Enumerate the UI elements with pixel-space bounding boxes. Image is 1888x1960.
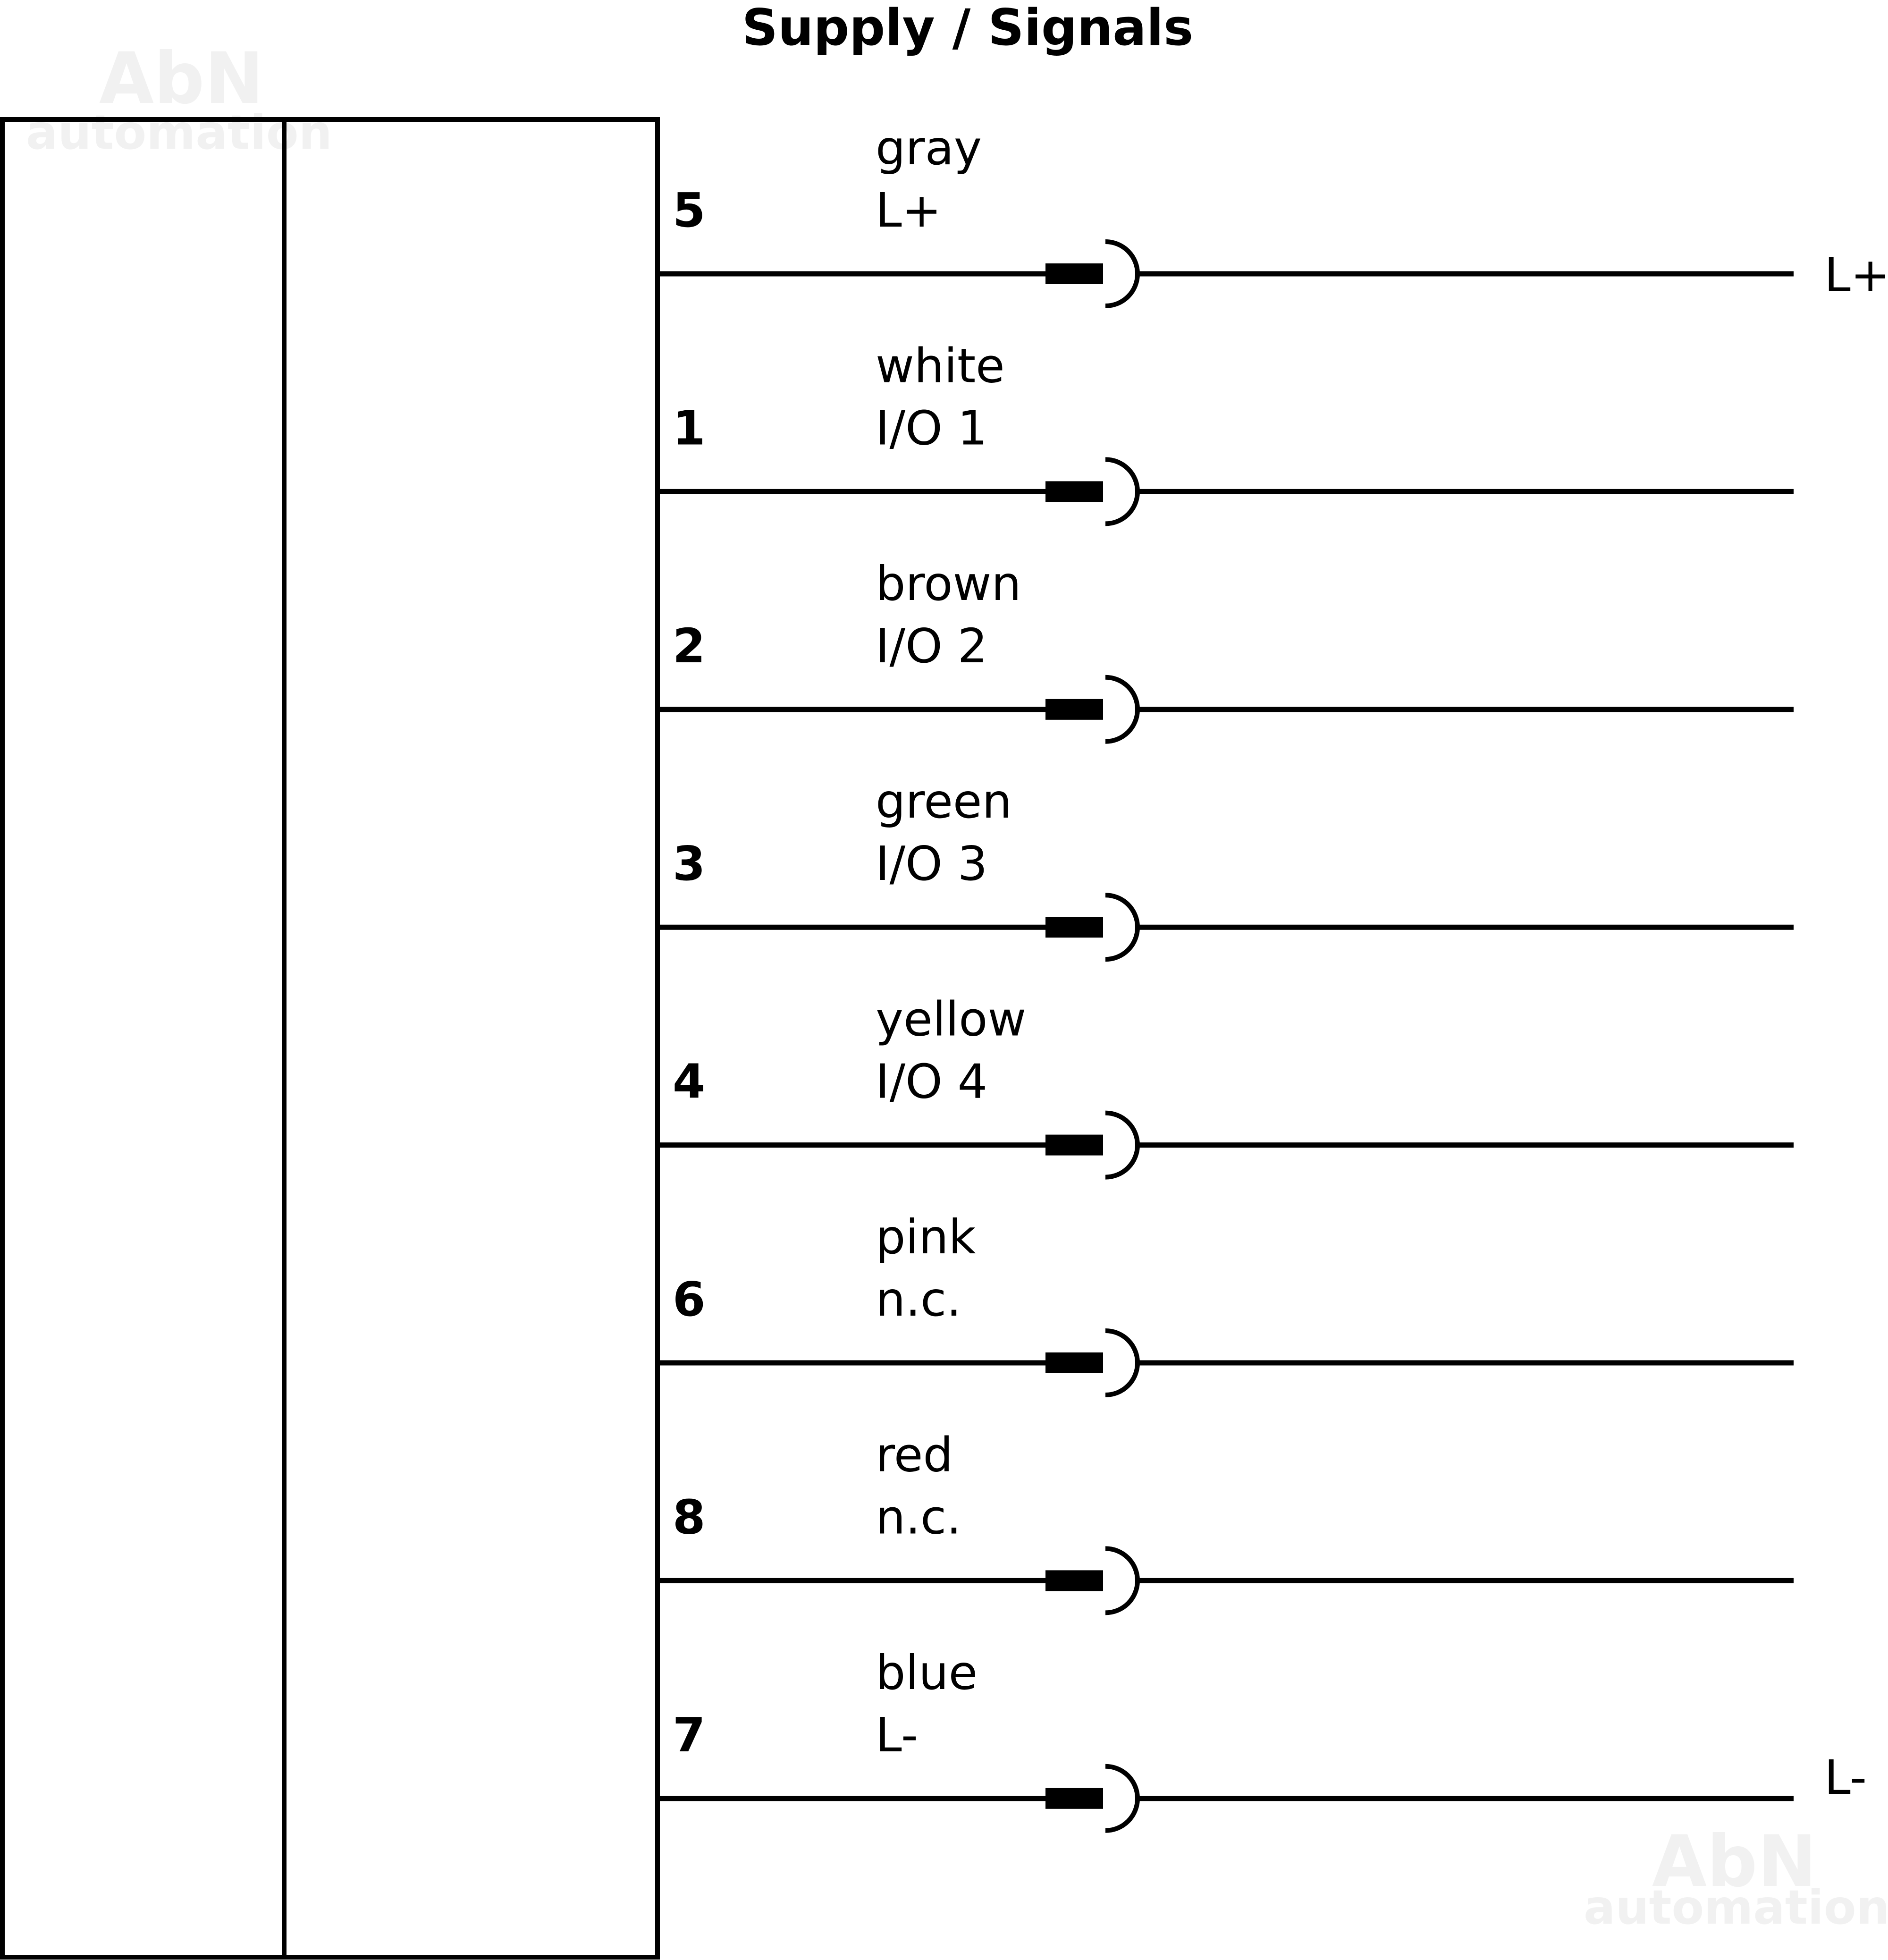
wire-color-label: pink bbox=[876, 1209, 976, 1265]
plug-pin bbox=[1045, 1134, 1103, 1156]
pin-number: 7 bbox=[673, 1707, 706, 1763]
plug-pin bbox=[1045, 917, 1103, 938]
pin-number: 8 bbox=[673, 1489, 706, 1545]
wire-signal-label: I/O 2 bbox=[876, 618, 987, 674]
wire-pin-6: 6 pink n.c. bbox=[657, 1209, 1794, 1397]
wire-color-label: gray bbox=[876, 120, 982, 176]
plug-pin bbox=[1045, 481, 1103, 502]
wire-color-label: white bbox=[876, 338, 1005, 393]
device-block bbox=[0, 117, 660, 1960]
pin-number: 5 bbox=[673, 183, 706, 238]
wire-signal-label: L+ bbox=[876, 183, 942, 238]
device-outline bbox=[0, 117, 660, 1960]
pin-number: 2 bbox=[673, 618, 706, 674]
wire-signal-label: L- bbox=[876, 1707, 918, 1763]
wire-signal-label: I/O 1 bbox=[876, 400, 987, 456]
watermark-logo: AbN bbox=[99, 38, 264, 120]
wire-pin-8: 8 red n.c. bbox=[657, 1427, 1794, 1615]
plug-pin bbox=[1045, 263, 1103, 284]
watermark-text: automation bbox=[26, 105, 332, 160]
plug-pin bbox=[1045, 1352, 1103, 1373]
wire-signal-label: I/O 4 bbox=[876, 1054, 987, 1109]
plug-pin bbox=[1045, 1788, 1103, 1809]
wire-signal-label: n.c. bbox=[876, 1272, 961, 1327]
watermark-bottom-right: AbN automation bbox=[1584, 1821, 1888, 1935]
pin-number: 1 bbox=[673, 400, 706, 456]
pin-number: 4 bbox=[673, 1054, 706, 1109]
watermark-top-left: AbN automation bbox=[26, 38, 332, 160]
diagram-title: Supply / Signals bbox=[742, 0, 1193, 57]
terminal-label: L+ bbox=[1824, 247, 1888, 303]
wire-color-label: yellow bbox=[876, 992, 1026, 1047]
pin-number: 6 bbox=[673, 1272, 706, 1327]
pin-number: 3 bbox=[673, 836, 706, 891]
wire-signal-label: n.c. bbox=[876, 1489, 961, 1545]
wire-color-label: green bbox=[876, 774, 1012, 829]
wire-color-label: red bbox=[876, 1427, 953, 1482]
wire-color-label: blue bbox=[876, 1645, 978, 1700]
watermark-text: automation bbox=[1584, 1880, 1888, 1935]
plug-pin bbox=[1045, 699, 1103, 720]
plug-pin bbox=[1045, 1570, 1103, 1591]
wire-signal-label: I/O 3 bbox=[876, 836, 987, 891]
terminal-label: L- bbox=[1824, 1750, 1867, 1805]
watermark-logo: AbN bbox=[1652, 1821, 1817, 1903]
wire-color-label: brown bbox=[876, 556, 1021, 611]
